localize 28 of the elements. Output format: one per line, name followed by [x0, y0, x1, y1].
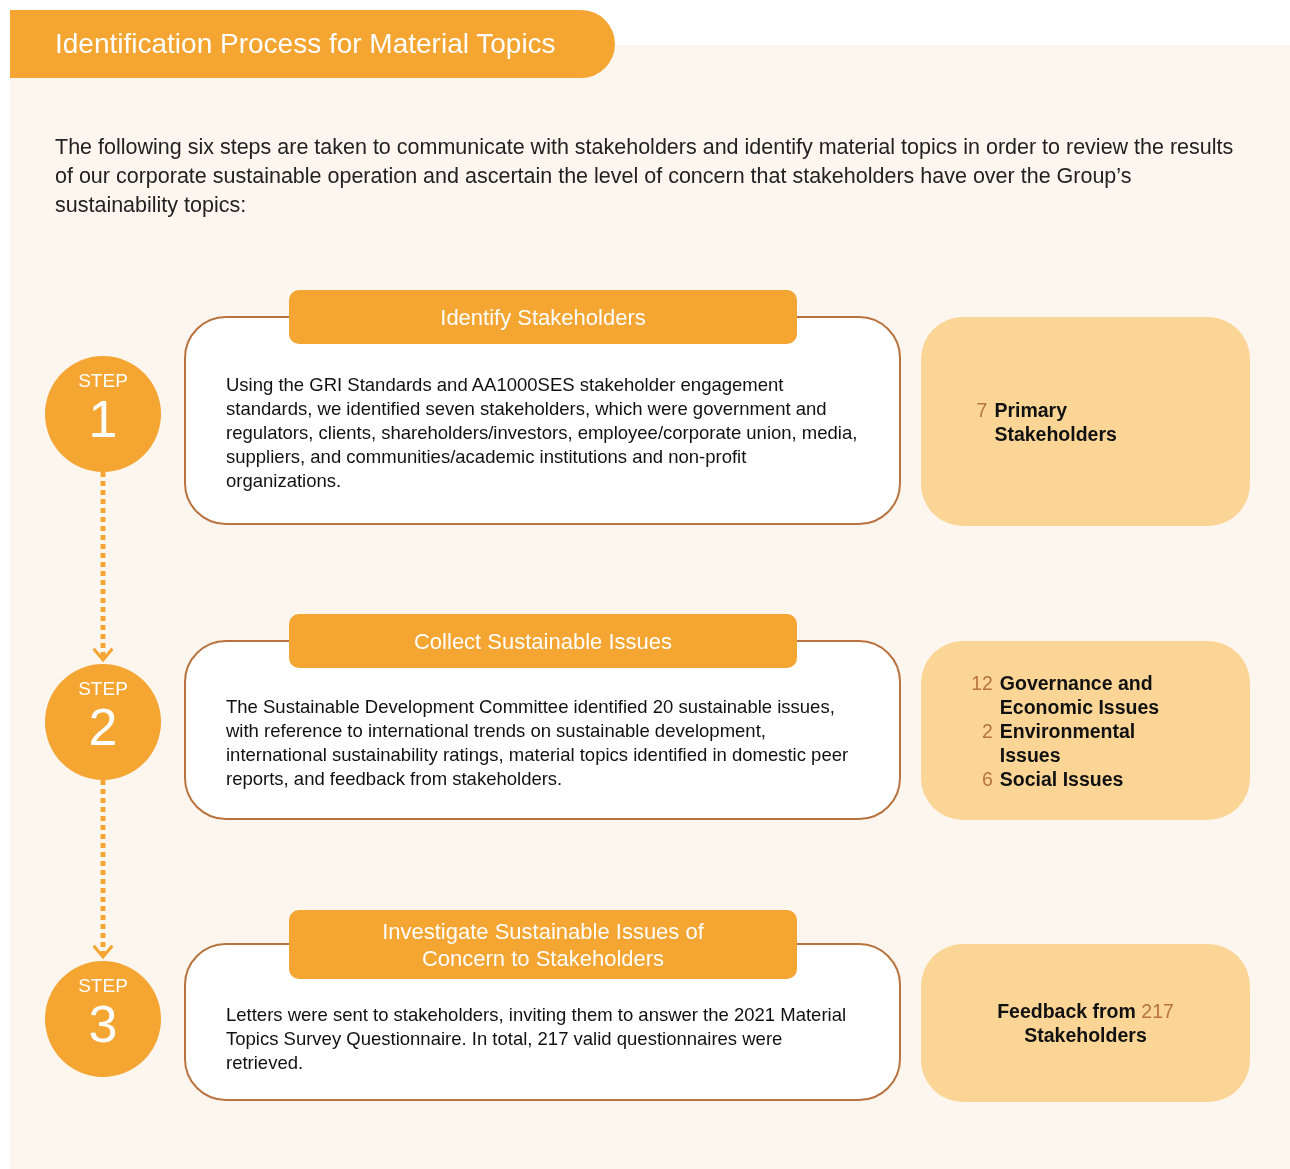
- result-card: [921, 317, 1250, 526]
- step-label: STEP: [77, 678, 129, 700]
- intro-paragraph: The following six steps are taken to communicate with stakeholders and identify material topics in order to review the results of our corporate sustainable operation and ascertain the level of concern that stakeholders have over the Group’s sustainability topics:: [55, 134, 1235, 219]
- step-label: STEP: [77, 370, 129, 392]
- count-number: 6: [981, 766, 993, 791]
- description-text: Letters were sent to stakeholders, inviting them to answer the 2021 Material Topics Survey Questionnaire. In total, 217 valid questionnaires were retrieved.: [226, 1003, 848, 1075]
- result-card: [921, 944, 1250, 1102]
- count-number: 2: [981, 718, 993, 744]
- count-label: Primary Stakeholders: [994, 397, 1118, 446]
- dotted-arrow: [92, 472, 114, 662]
- step-number: 2: [87, 700, 119, 754]
- heading-tab: Investigate Sustainable Issues of Concern to Stakeholders: [289, 910, 797, 979]
- count-label: Environmental Issues: [999, 718, 1137, 767]
- description-text: The Sustainable Development Committee identified 20 sustainable issues, with reference to international trends on sustainable development, international sustainability ratings, material topics identified in domestic peer reports, and feedback from stakeholders.: [226, 695, 850, 791]
- step-label: STEP: [77, 975, 129, 997]
- heading-tab: Identify Stakeholders: [289, 290, 797, 344]
- title-banner: Identification Process for Material Topics: [10, 10, 615, 78]
- result-text: Feedback from 217 Stakeholders: [996, 999, 1175, 1047]
- count-number: 7: [976, 397, 988, 423]
- count-label: Social Issues: [999, 766, 1125, 791]
- count-label: Governance and Economic Issues: [999, 670, 1161, 719]
- result-card: [921, 641, 1250, 820]
- step-number: 1: [87, 392, 119, 446]
- dotted-arrow: [92, 780, 114, 959]
- description-text: Using the GRI Standards and AA1000SES stakeholder engagement standards, we identified seven stakeholders, which were government and regulators, clients, shareholders/investors, employee/corporate union, media, suppliers, and communities/academic institutions and non-profit organizations.: [226, 373, 859, 493]
- count-number: 12: [971, 670, 993, 696]
- heading-tab: Collect Sustainable Issues: [289, 614, 797, 668]
- step-number: 3: [87, 997, 119, 1051]
